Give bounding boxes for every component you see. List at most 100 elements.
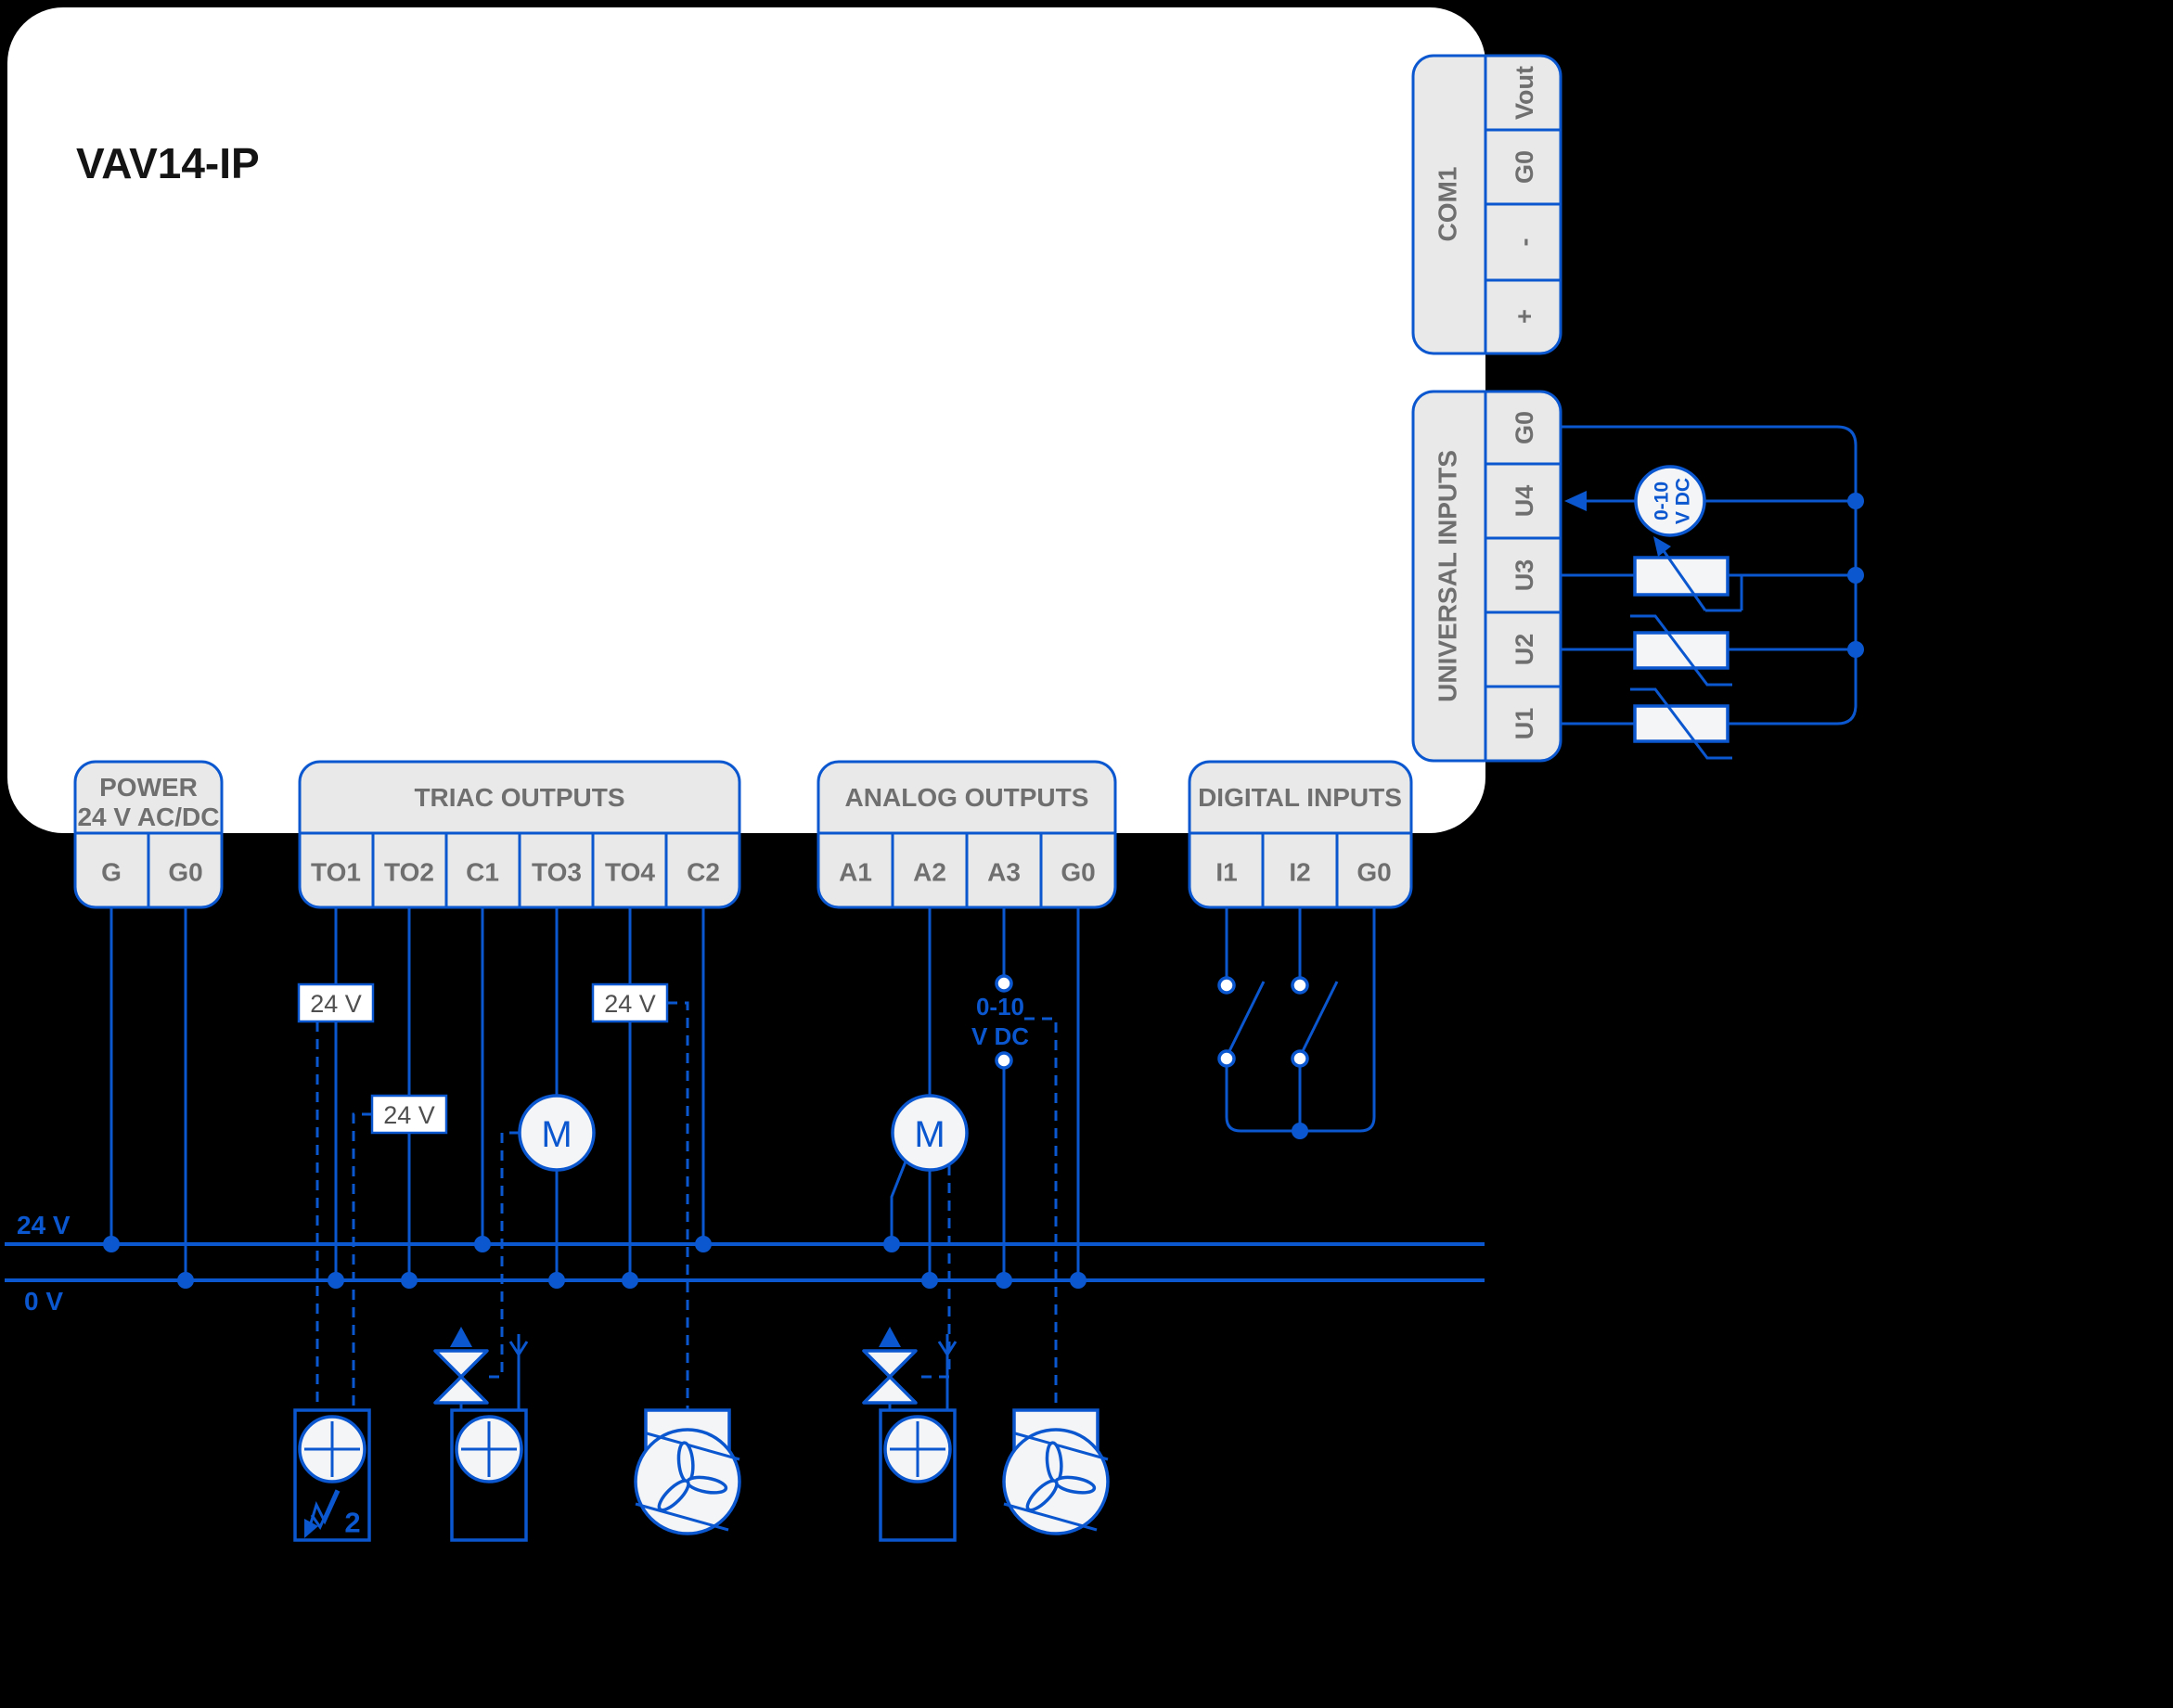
fan-chord <box>635 1502 729 1532</box>
flow-check-stroke <box>310 1489 339 1531</box>
valve-bottom-triangle <box>862 1375 918 1405</box>
terminal-minus: - <box>1511 238 1538 247</box>
terminal-a3: A3 <box>987 858 1021 887</box>
bus-24v-label: 24 V <box>17 1211 71 1239</box>
junction-dot <box>177 1272 194 1289</box>
arrowhead-into-u4 <box>1564 491 1587 511</box>
supply-box-label: 24 V <box>604 990 656 1018</box>
bus-0v-label: 0 V <box>24 1287 63 1316</box>
junction-dot <box>548 1272 565 1289</box>
valve-actuator-1 <box>433 1327 529 1542</box>
analog-outputs-block: ANALOG OUTPUTS A1 A2 A3 G0 <box>816 760 1117 909</box>
com1-label: COM1 <box>1434 167 1462 242</box>
junction-dot <box>996 1272 1012 1289</box>
terminal-to4: TO4 <box>605 858 655 887</box>
field-devices: 2 <box>293 1327 1110 1542</box>
valve-top-triangle <box>862 1349 918 1379</box>
fan-propeller <box>657 1441 728 1512</box>
fan-1 <box>634 1408 741 1535</box>
dashed-wire-to2 <box>352 1112 372 1410</box>
terminal-g0: G0 <box>168 858 202 887</box>
terminal-com1-g0: G0 <box>1511 150 1538 184</box>
motor-2-label: M <box>914 1114 945 1155</box>
actuator-mode-label: 2 <box>344 1507 360 1539</box>
terminal-c2: C2 <box>687 858 720 887</box>
fan-chord <box>1014 1432 1109 1461</box>
terminal-plus: + <box>1511 309 1538 324</box>
universal-label: UNIVERSAL INPUTS <box>1434 450 1462 702</box>
dashed-wire-motor1-valve <box>487 1131 520 1379</box>
terminal-to3: TO3 <box>532 858 582 887</box>
terminal-to2: TO2 <box>384 858 434 887</box>
junction-dot <box>103 1236 120 1252</box>
terminal-ui-g0: G0 <box>1511 411 1538 444</box>
triac-header: TRIAC OUTPUTS <box>414 783 624 812</box>
terminal-a2: A2 <box>913 858 946 887</box>
terminal-u2: U2 <box>1511 634 1538 666</box>
terminal-g: G <box>101 858 122 887</box>
terminal-c1: C1 <box>466 858 499 887</box>
terminal-to1: TO1 <box>311 858 361 887</box>
damper-actuator: 2 <box>293 1408 371 1542</box>
thermistor-stroke <box>1630 614 1732 687</box>
supply-box-to4 <box>591 982 669 1023</box>
terminal-analog-g0: G0 <box>1061 858 1095 887</box>
terminal-digital-g0: G0 <box>1357 858 1391 887</box>
supply-box-to1 <box>297 982 375 1023</box>
fan-propeller <box>1025 1441 1097 1512</box>
triac-outputs-block: TRIAC OUTPUTS TO1 TO2 C1 TO3 TO4 C2 <box>298 760 741 909</box>
switch-2-blade <box>1301 981 1339 1052</box>
analog-signal-label-line1: 0-10 <box>976 993 1024 1021</box>
terminal-i1: I1 <box>1215 858 1237 887</box>
valve-bottom-triangle <box>433 1375 489 1405</box>
switch-1-blade <box>1228 981 1266 1052</box>
damper-actuator-body <box>293 1408 371 1542</box>
analog-signal-label-line2: V DC <box>971 1022 1029 1050</box>
switch-2-upper-contact <box>1291 976 1309 995</box>
device-body <box>7 7 1485 833</box>
power-header-line2: 24 V AC/DC <box>77 803 219 831</box>
junction-dot <box>883 1236 900 1252</box>
flow-arrowhead <box>304 1519 318 1538</box>
valve-actuator-2 <box>862 1327 958 1542</box>
analog-header: ANALOG OUTPUTS <box>845 783 1089 812</box>
close-arrow-chevron-down <box>937 1341 958 1357</box>
digital-header: DIGITAL INPUTS <box>1198 783 1402 812</box>
terminal-u1: U1 <box>1511 708 1538 740</box>
terminal-a1: A1 <box>839 858 872 887</box>
power-header-line1: POWER <box>99 773 198 802</box>
terminal-u4: U4 <box>1511 485 1538 518</box>
junction-dot <box>328 1272 344 1289</box>
universal-inputs-wiring: 0-10 V DC <box>1561 425 1864 760</box>
junction-dot <box>1847 641 1864 658</box>
junction-dot <box>622 1272 638 1289</box>
valve-top-triangle <box>433 1349 489 1379</box>
valve-actuator-1-body <box>450 1408 528 1542</box>
switch-2-lower-contact <box>1291 1049 1309 1068</box>
sensor-0-10vdc-label-line1: 0-10 <box>1652 482 1673 520</box>
junction-dot <box>695 1236 712 1252</box>
dashed-wire-to4-fan <box>667 1001 689 1410</box>
potentiometer-arrowhead <box>1653 536 1671 557</box>
com1-block: COM1 Vout G0 - + <box>1411 54 1562 355</box>
junction-dot <box>1847 493 1864 509</box>
dashed-wire-signal-fan <box>1024 1017 1058 1410</box>
wire-motor2-24v-lead <box>890 1161 907 1244</box>
switch-1-upper-contact <box>1217 976 1236 995</box>
wire-switch1-rail <box>1225 1066 1300 1133</box>
wire-digital-g0-rail <box>1300 907 1376 1133</box>
valve-open-arrow-up <box>450 1327 472 1347</box>
device-title: VAV14-IP <box>76 139 260 187</box>
supply-box-label: 24 V <box>383 1101 435 1129</box>
junction-dot <box>401 1272 418 1289</box>
terminal-i2: I2 <box>1289 858 1310 887</box>
dashed-wire-motor2-valve <box>916 1165 951 1379</box>
junction-dot <box>474 1236 491 1252</box>
fan-2 <box>1002 1408 1110 1535</box>
signal-point-lower <box>995 1051 1013 1070</box>
motor-1-circle <box>518 1094 596 1172</box>
fan-chord <box>646 1432 740 1461</box>
junction-dot <box>1847 567 1864 584</box>
